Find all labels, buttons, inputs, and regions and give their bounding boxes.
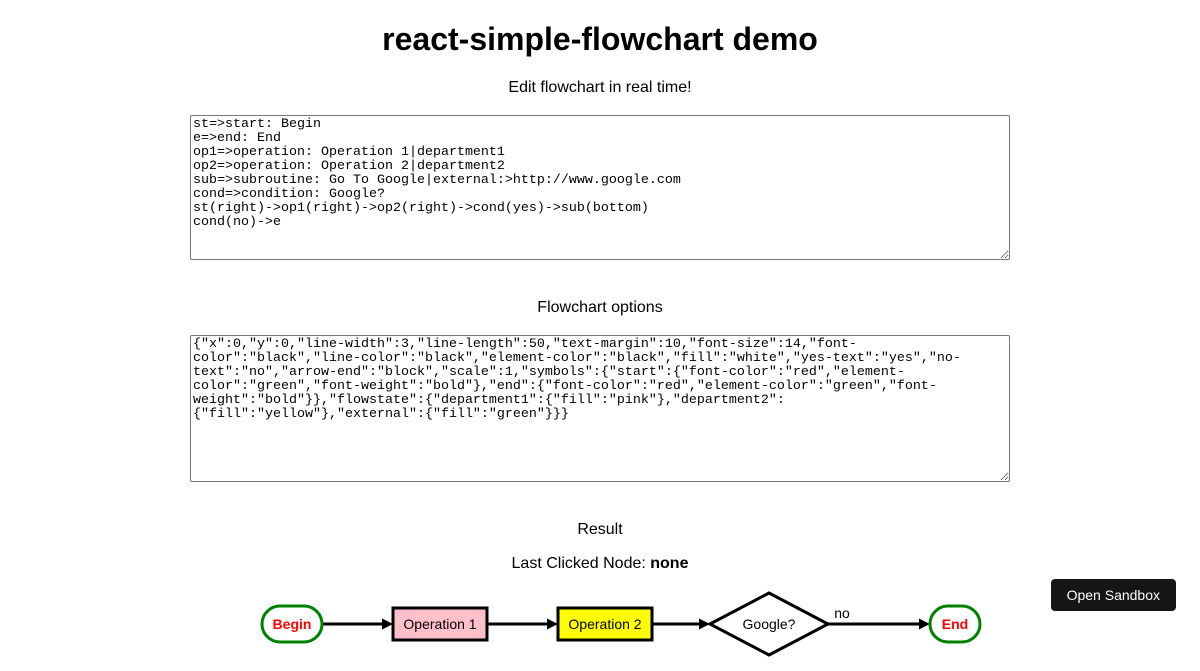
edge-cond-end: no bbox=[828, 605, 930, 630]
edge-op1-op2 bbox=[487, 619, 558, 630]
arrowhead-icon bbox=[547, 619, 558, 630]
edge-start-op1 bbox=[322, 619, 393, 630]
options-heading: Flowchart options bbox=[0, 299, 1200, 317]
app-container: react-simple-flowchart demo Edit flowcha… bbox=[0, 21, 1200, 671]
node-operation1[interactable]: Operation 1 bbox=[393, 608, 487, 640]
arrowhead-icon bbox=[382, 619, 393, 630]
edge-op2-cond bbox=[652, 619, 710, 630]
edge-label-no: no bbox=[834, 605, 850, 621]
open-sandbox-button[interactable]: Open Sandbox bbox=[1051, 579, 1176, 611]
subtitle: Edit flowchart in real time! bbox=[0, 79, 1200, 97]
flowchart-result: no Begin Operation 1 Operation 2 Google? bbox=[190, 586, 1010, 671]
flowchart-canvas: no Begin Operation 1 Operation 2 Google? bbox=[190, 586, 1010, 666]
node-start[interactable]: Begin bbox=[262, 606, 322, 642]
flowchart-code-editor[interactable]: st=>start: Begin e=>end: End op1=>operat… bbox=[190, 115, 1010, 260]
arrowhead-icon bbox=[919, 619, 930, 630]
node-condition[interactable]: Google? bbox=[710, 593, 828, 655]
last-clicked-line: Last Clicked Node: none bbox=[0, 555, 1200, 573]
last-clicked-label: Last Clicked Node: bbox=[512, 555, 651, 572]
node-operation2[interactable]: Operation 2 bbox=[558, 608, 652, 640]
node-end[interactable]: End bbox=[930, 606, 980, 642]
last-clicked-value: none bbox=[650, 555, 688, 572]
flowchart-options-editor[interactable]: {"x":0,"y":0,"line-width":3,"line-length… bbox=[190, 335, 1010, 482]
result-heading: Result bbox=[0, 521, 1200, 539]
page-title: react-simple-flowchart demo bbox=[0, 21, 1200, 58]
